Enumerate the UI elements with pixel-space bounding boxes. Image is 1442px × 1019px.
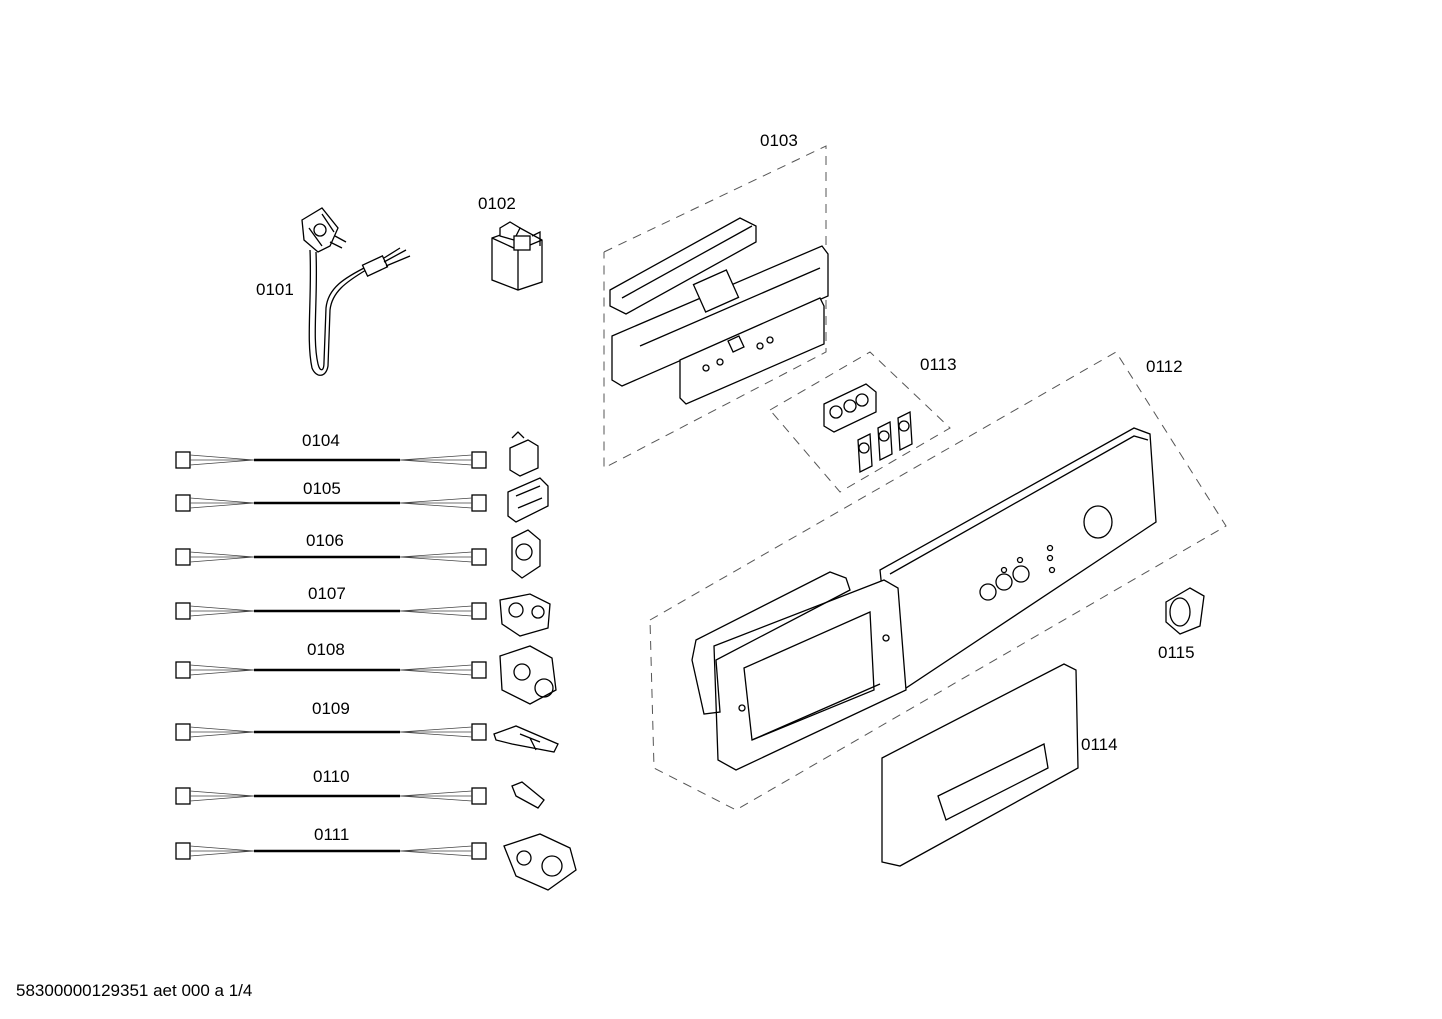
group-0113-outline	[769, 351, 951, 493]
wire-harness-0104	[175, 451, 487, 469]
pressure-switch-part-0106	[511, 529, 541, 579]
part-label-0115: 0115	[1158, 643, 1195, 662]
wire-harness-0105	[175, 494, 487, 512]
part-label-0103: 0103	[760, 131, 798, 150]
part-label-0102: 0102	[478, 194, 516, 213]
sensor-part-0105	[507, 477, 549, 523]
ntc-sensor-part-0110	[511, 781, 545, 809]
valve-part-0107	[499, 593, 551, 637]
door-lock-part-0104	[509, 431, 539, 477]
wire-harness-0107	[175, 602, 487, 620]
selector-switch-part	[823, 383, 913, 474]
part-label-0110: 0110	[313, 767, 350, 786]
wire-harness-0106	[175, 548, 487, 566]
knob-part	[1165, 587, 1205, 635]
control-module-part	[609, 217, 829, 405]
part-label-0107: 0107	[308, 584, 346, 603]
group-0103-outline	[603, 145, 827, 469]
document-footer-id: 58300000129351 aet 000 a 1/4	[16, 981, 253, 1000]
part-label-0114: 0114	[1081, 735, 1118, 754]
heater-part-0109	[493, 725, 559, 753]
part-label-0109: 0109	[312, 699, 350, 718]
part-label-0104: 0104	[302, 431, 340, 450]
part-label-0111: 0111	[314, 825, 350, 844]
part-label-0112: 0112	[1146, 357, 1183, 376]
wire-harness-0110	[175, 787, 487, 805]
part-label-0106: 0106	[306, 531, 344, 550]
power-cord-part	[301, 207, 411, 376]
part-label-0108: 0108	[307, 640, 345, 659]
wire-harness-0109	[175, 723, 487, 741]
part-label-0101: 0101	[256, 280, 294, 299]
wire-harness-0108	[175, 661, 487, 679]
wire-harness-0111	[175, 842, 487, 860]
control-panel-part	[691, 427, 1157, 771]
drawer-handle-part	[881, 663, 1079, 867]
pump-part-0108	[499, 645, 557, 705]
part-label-0113: 0113	[920, 355, 957, 374]
group-0112-outline	[649, 351, 1227, 811]
motor-part-0111	[503, 833, 577, 891]
part-label-0105: 0105	[303, 479, 341, 498]
filter-box-part	[491, 221, 543, 291]
